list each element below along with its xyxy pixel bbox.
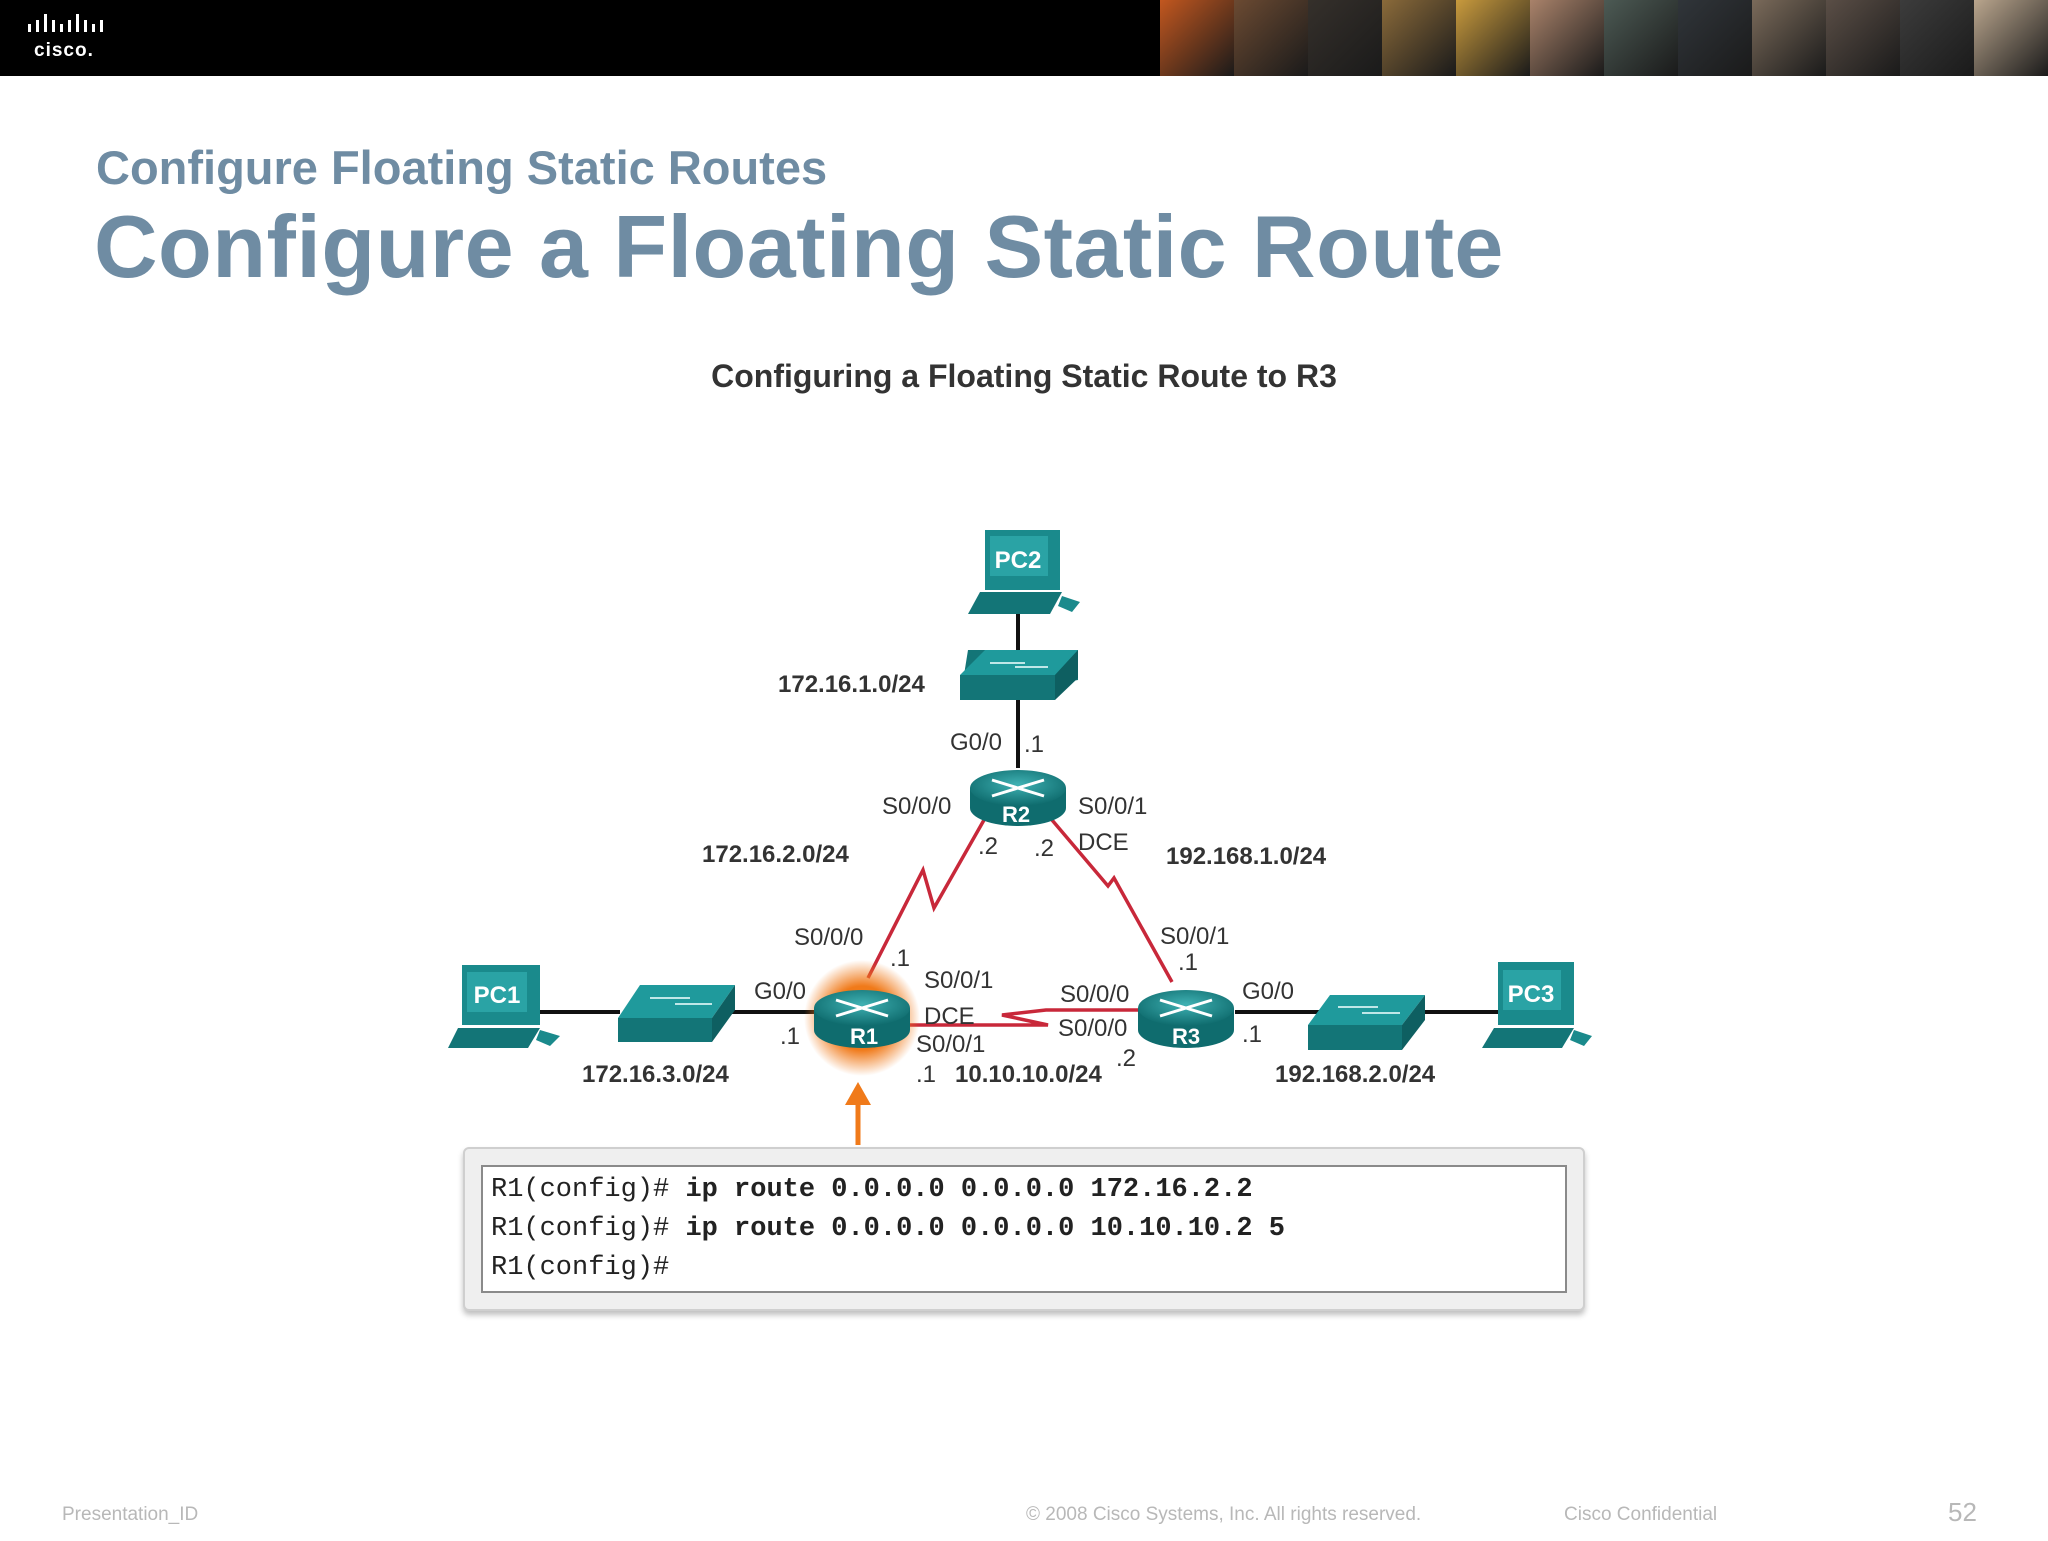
pc1-icon[interactable]: PC1 [448,965,560,1048]
r2-label: R2 [1002,802,1030,827]
figure-title: Configuring a Floating Static Route to R… [711,358,1337,394]
cli-output: R1(config)# ip route 0.0.0.0 0.0.0.0 172… [481,1165,1567,1293]
network-lan2-label: 172.16.1.0/24 [778,671,925,698]
r1-s000-host: .1 [890,945,910,972]
r3-s000-label: S0/0/0 [1060,981,1129,1008]
r1-label: R1 [850,1024,878,1049]
photo-tile [1456,0,1530,76]
top-banner: cisco. [0,0,2048,76]
r1-g00-host: .1 [780,1023,800,1050]
page-number: 52 [1948,1497,1977,1527]
switch-lan3-icon [1308,995,1425,1050]
r3-s001-host: .1 [1178,949,1198,976]
r2-s000-label: S0/0/0 [882,793,951,820]
r1-g00-label: G0/0 [754,978,806,1005]
serial-link-r1-r3 [900,1008,1145,1027]
r2-dce-label: DCE [1078,829,1129,856]
footer-confidential: Cisco Confidential [1564,1504,1718,1525]
pc3-icon[interactable]: PC3 [1482,962,1592,1048]
r1-s000-label: S0/0/0 [794,924,863,951]
logo-text: cisco. [34,40,94,61]
network-lan3-label: 192.168.2.0/24 [1275,1061,1436,1088]
photo-tile [1678,0,1752,76]
r3-g00-host: .1 [1242,1021,1262,1048]
photo-tile [1604,0,1678,76]
r3-s001-label: S0/0/1 [1160,923,1229,950]
photo-tile [1160,0,1234,76]
r1-pointer-arrow [845,1082,871,1145]
r1-s001-host: .1 [916,1061,936,1088]
r2-router-icon[interactable]: R2 [970,770,1066,827]
r1-dce-label: DCE [924,1003,975,1030]
cli-line-2: R1(config)# ip route 0.0.0.0 0.0.0.0 10.… [491,1210,1557,1249]
serial-link-r2-r3 [1050,818,1174,983]
cli-panel: R1(config)# ip route 0.0.0.0 0.0.0.0 172… [463,1147,1585,1311]
photo-strip [1160,0,2048,76]
network-lan1-label: 172.16.3.0/24 [582,1061,729,1088]
r1-router-icon[interactable]: R1 [804,960,920,1076]
cli-prompt: R1(config)# [491,1175,670,1205]
cli-args: 0.0.0.0 0.0.0.0 172.16.2.2 [831,1175,1253,1205]
network-r1-r2-label: 172.16.2.0/24 [702,841,849,868]
pc2-label: PC2 [995,547,1042,574]
r1-s001-label-b: S0/0/1 [916,1031,985,1058]
r3-router-icon[interactable]: R3 [1138,990,1234,1049]
cli-command: ip route [685,1214,816,1244]
photo-tile [1752,0,1826,76]
cli-command: ip route [685,1175,816,1205]
photo-tile [1530,0,1604,76]
r2-g00-host: .1 [1024,731,1044,758]
network-r2-r3-label: 192.168.1.0/24 [1166,843,1327,870]
cli-line-1: R1(config)# ip route 0.0.0.0 0.0.0.0 172… [491,1171,1557,1210]
photo-tile [1382,0,1456,76]
serial-link-r1-r2 [866,819,986,979]
cli-line-3: R1(config)# [491,1249,1557,1288]
cisco-bars-icon [28,14,103,32]
footer-presentation-id: Presentation_ID [62,1504,199,1525]
pc1-label: PC1 [474,982,521,1009]
slide-subtitle: Configure Floating Static Routes [96,141,828,194]
pc2-icon[interactable]: PC2 [968,530,1080,614]
switch-lan1-icon [618,985,735,1042]
switch-lan2-icon [960,650,1078,700]
footer-copyright: © 2008 Cisco Systems, Inc. All rights re… [1026,1504,1422,1525]
r2-s000-host: .2 [978,833,998,860]
r3-label: R3 [1172,1024,1200,1049]
r2-g00-label: G0/0 [950,729,1002,756]
r3-s000-host: .2 [1116,1045,1136,1072]
cli-prompt: R1(config)# [491,1214,670,1244]
r2-s001-host: .2 [1034,835,1054,862]
cli-prompt: R1(config)# [491,1253,670,1283]
network-r1-r3-label: 10.10.10.0/24 [955,1061,1102,1088]
photo-tile [1900,0,1974,76]
pc3-label: PC3 [1508,981,1555,1008]
cisco-logo: cisco. [26,12,126,64]
photo-tile [1308,0,1382,76]
r3-s000-label-b: S0/0/0 [1058,1015,1127,1042]
photo-tile [1234,0,1308,76]
r3-g00-label: G0/0 [1242,978,1294,1005]
r1-s001-label: S0/0/1 [924,967,993,994]
slide-title: Configure a Floating Static Route [94,197,1504,296]
photo-tile [1974,0,2048,76]
r2-s001-label: S0/0/1 [1078,793,1147,820]
cli-args: 0.0.0.0 0.0.0.0 10.10.10.2 5 [831,1214,1285,1244]
serial-links [866,818,1174,1027]
photo-tile [1826,0,1900,76]
